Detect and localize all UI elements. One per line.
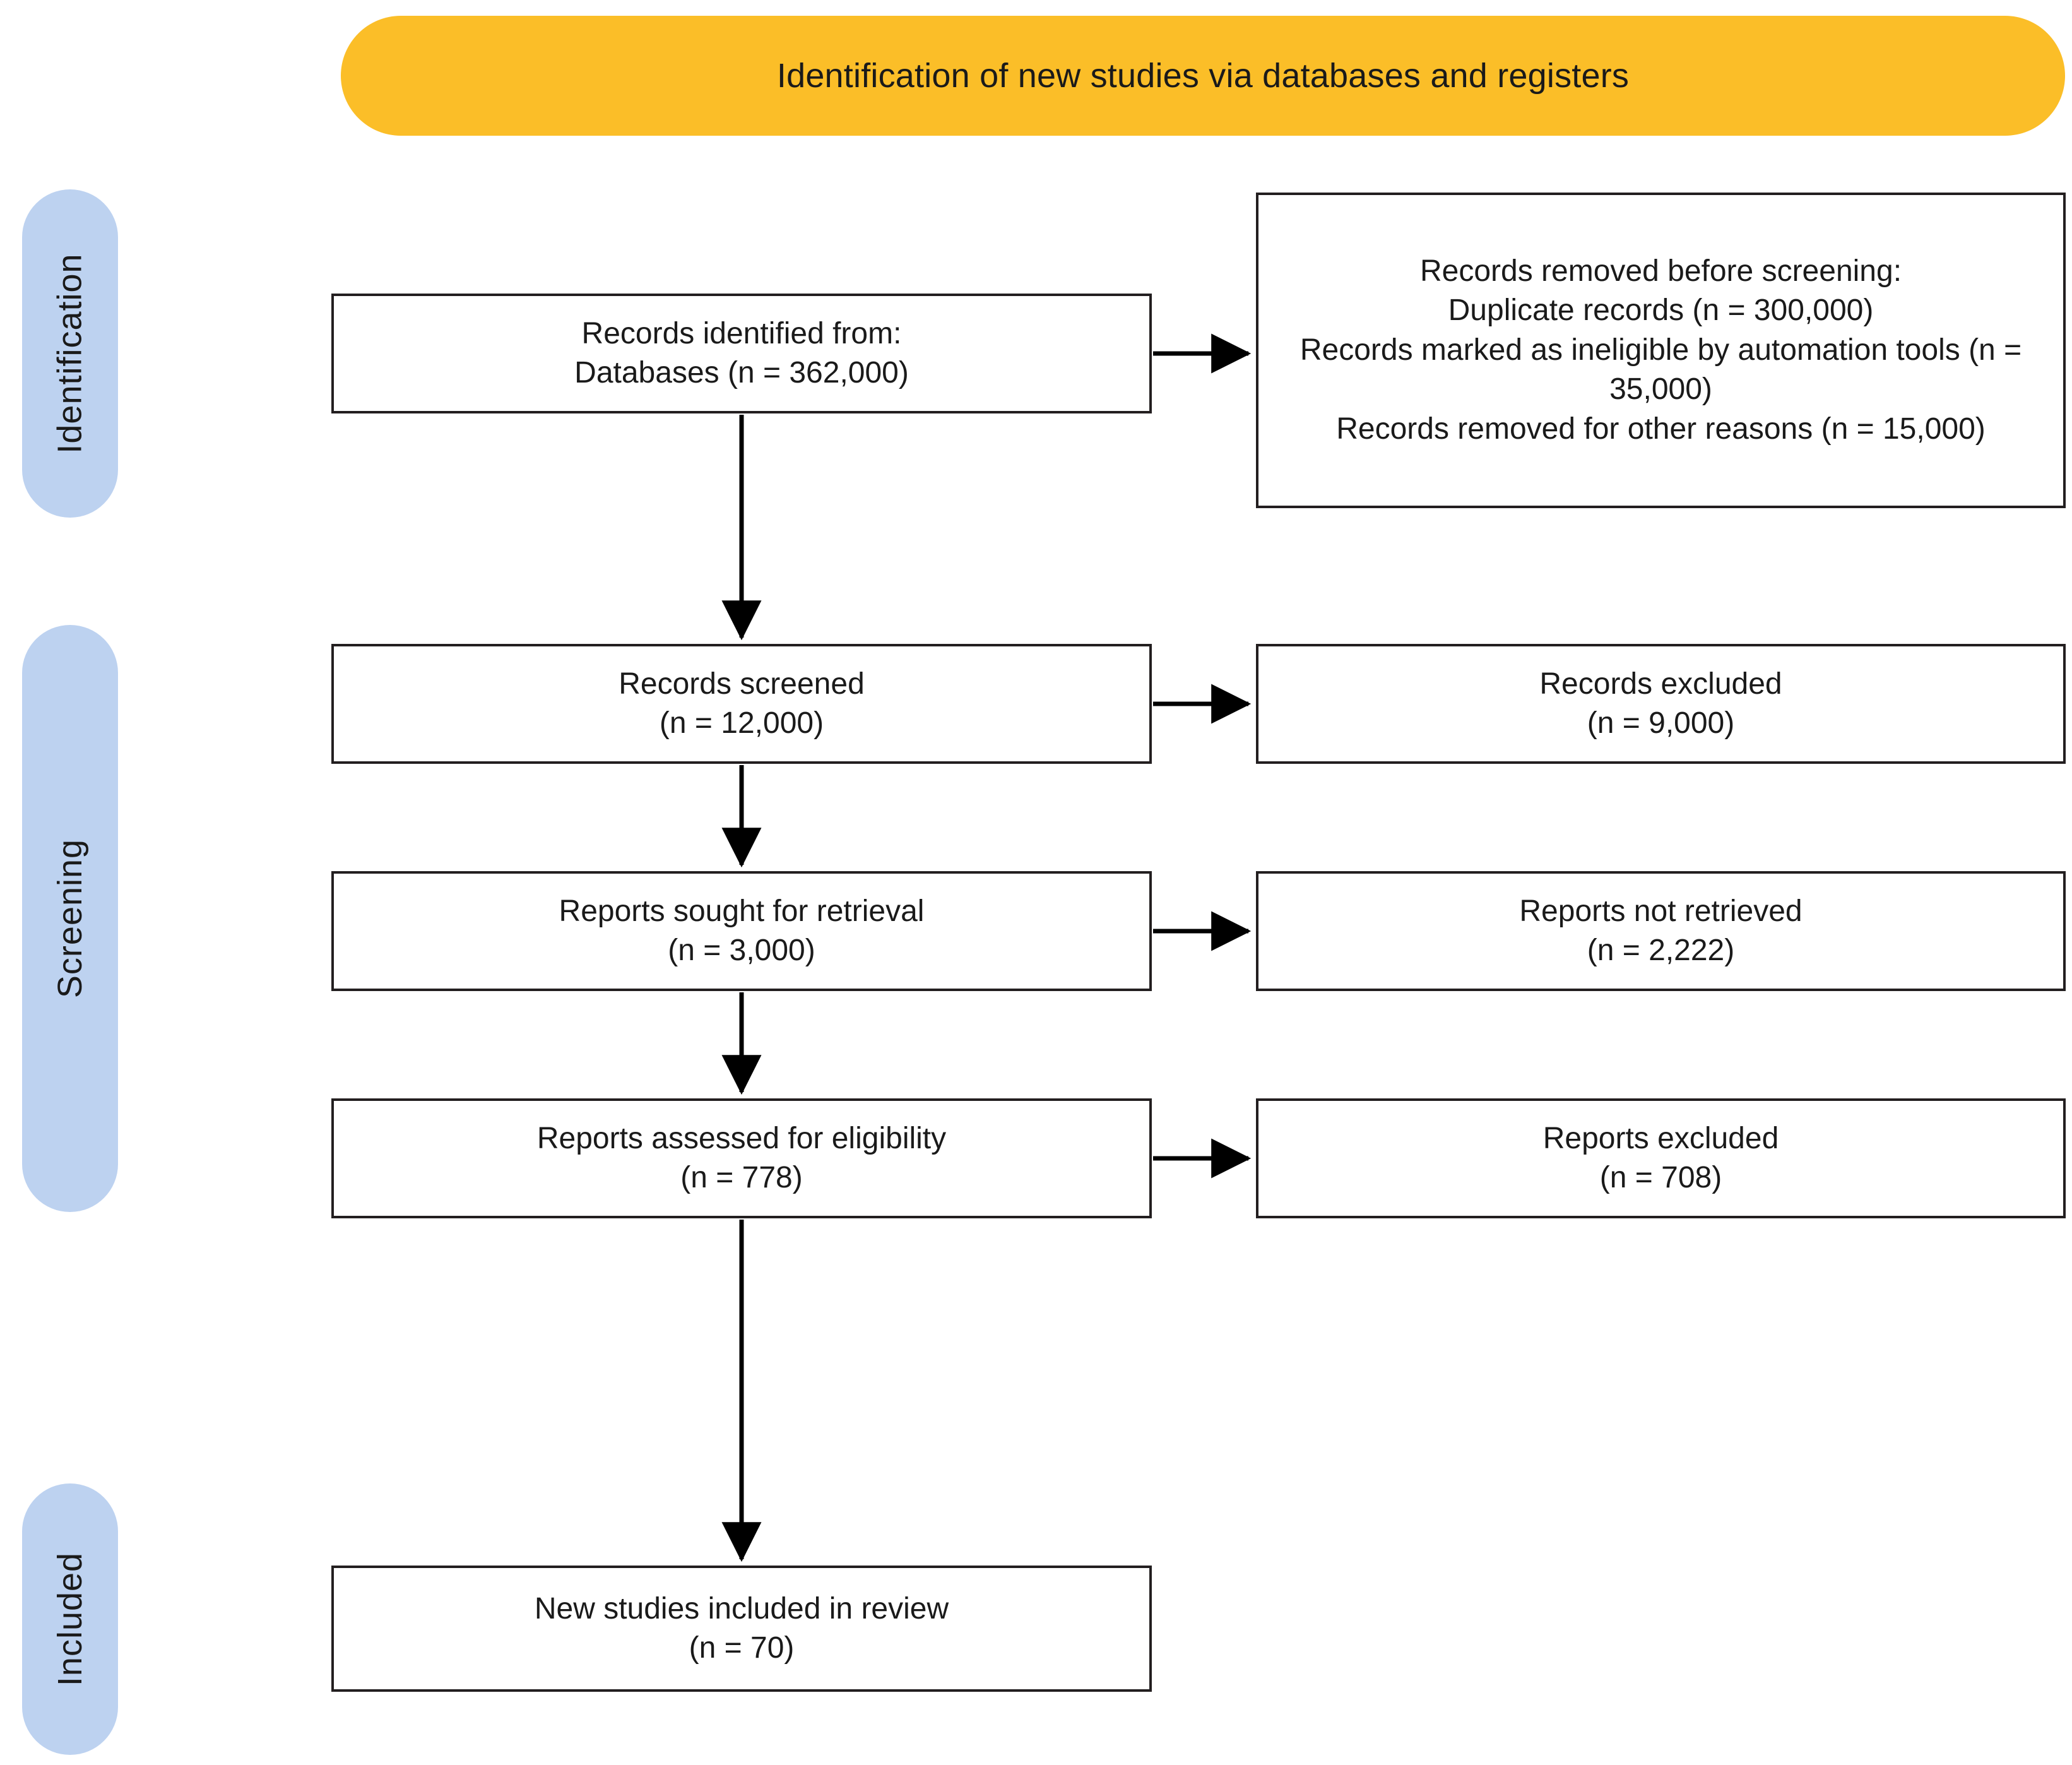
stage-label-screening: Screening [22,625,118,1212]
box-records-removed-before-screening: Records removed before screening: Duplic… [1256,193,2066,508]
box-reports-assessed-for-eligibility: Reports assessed for eligibility (n = 77… [331,1098,1152,1218]
box-records-excluded-line-1: Records excluded [1539,667,1782,701]
box-reports-not-retrieved-line-1: Reports not retrieved [1519,894,1803,928]
box-included-line-2: (n = 70) [689,1631,795,1665]
stage-label-included: Included [22,1483,118,1755]
box-records-screened-line-2: (n = 12,000) [659,706,824,740]
box-records-removed-line-1: Records removed before screening: [1419,254,1902,288]
box-reports-sought-line-1: Reports sought for retrieval [559,894,925,928]
box-records-removed-line-4: Records removed for other reasons (n = 1… [1336,412,1986,446]
box-records-excluded-line-2: (n = 9,000) [1587,706,1735,740]
box-reports-assessed-line-1: Reports assessed for eligibility [536,1121,947,1155]
diagram-header-banner: Identification of new studies via databa… [341,16,2065,136]
box-reports-not-retrieved-line-2: (n = 2,222) [1587,934,1735,967]
box-reports-sought-for-retrieval: Reports sought for retrieval (n = 3,000) [331,871,1152,991]
box-reports-not-retrieved: Reports not retrieved (n = 2,222) [1256,871,2066,991]
box-records-removed-line-3: Records marked as ineligible by automati… [1299,333,2022,407]
box-records-identified-line-1: Records identified from: [581,316,902,350]
stage-label-identification-text: Identification [51,253,90,454]
box-records-identified-line-2: Databases (n = 362,000) [574,356,909,389]
box-reports-sought-line-2: (n = 3,000) [668,934,815,967]
box-reports-excluded-line-1: Reports excluded [1542,1121,1779,1155]
box-reports-excluded-line-2: (n = 708) [1599,1161,1722,1194]
box-records-screened: Records screened (n = 12,000) [331,644,1152,764]
box-included-line-1: New studies included in review [534,1591,949,1625]
stage-label-included-text: Included [51,1552,90,1687]
box-reports-excluded: Reports excluded (n = 708) [1256,1098,2066,1218]
box-records-identified: Records identified from: Databases (n = … [331,294,1152,413]
stage-label-screening-text: Screening [51,838,90,999]
diagram-title: Identification of new studies via databa… [776,57,1630,95]
box-records-screened-line-1: Records screened [619,667,865,701]
box-records-excluded: Records excluded (n = 9,000) [1256,644,2066,764]
box-records-removed-line-2: Duplicate records (n = 300,000) [1448,294,1874,328]
box-new-studies-included-in-review: New studies included in review (n = 70) [331,1566,1152,1692]
box-reports-assessed-line-2: (n = 778) [680,1161,803,1194]
stage-label-identification: Identification [22,189,118,518]
